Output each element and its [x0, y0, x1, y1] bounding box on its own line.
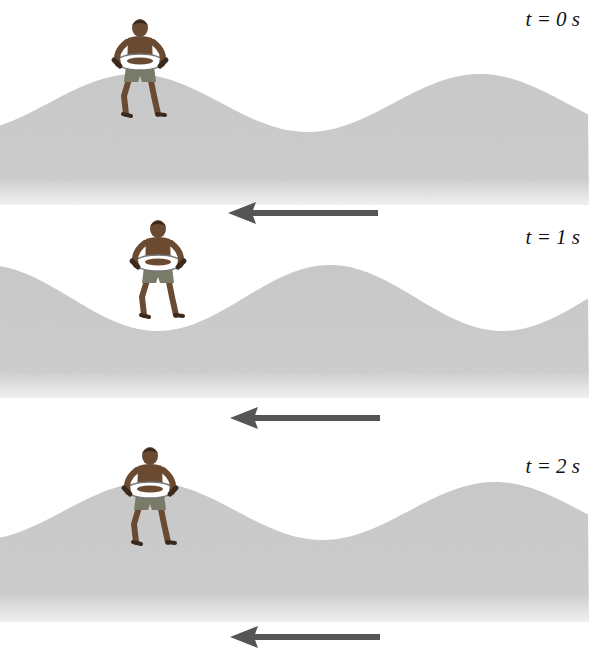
time-label: t = 0 s: [526, 8, 580, 31]
direction-arrows: [228, 202, 380, 648]
water-waves: [0, 74, 589, 622]
time-label: t = 1 s: [526, 226, 580, 249]
swimmers: [114, 19, 184, 544]
swimmer: [132, 220, 184, 317]
swimmer: [124, 447, 176, 544]
water-wave: [0, 265, 589, 398]
swimmer: [114, 19, 166, 116]
direction-arrow: [230, 626, 380, 648]
direction-arrow: [230, 407, 380, 429]
direction-arrow: [228, 202, 378, 224]
time-label: t = 2 s: [526, 455, 580, 478]
water-wave: [0, 482, 589, 622]
water-wave: [0, 74, 589, 205]
